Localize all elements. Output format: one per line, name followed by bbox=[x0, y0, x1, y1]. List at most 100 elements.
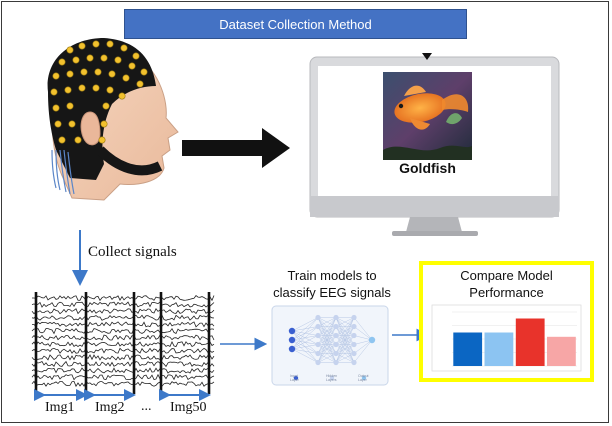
nn-legend-hidden-dot bbox=[329, 375, 335, 381]
eeg-label-img1: Img1 bbox=[45, 400, 75, 415]
title-banner: Dataset Collection Method bbox=[124, 9, 467, 39]
nn-edge bbox=[291, 317, 319, 332]
nn-legend-output: Output Layer bbox=[358, 374, 369, 382]
eeg-head-illustration bbox=[47, 38, 179, 201]
nn-edge bbox=[353, 326, 373, 341]
eeg-trace bbox=[31, 314, 215, 321]
nn-edge bbox=[335, 335, 355, 363]
nn-node bbox=[315, 314, 321, 321]
nn-node bbox=[288, 336, 296, 344]
goldfish-image bbox=[383, 72, 472, 160]
eeg-trace bbox=[31, 354, 215, 361]
compare-line1: Compare Model bbox=[460, 268, 553, 283]
eeg-trace bbox=[31, 321, 215, 328]
nn-legend-hidden: Hidden Layers bbox=[326, 374, 338, 382]
nn-node bbox=[333, 359, 339, 366]
train-models-line2: classify EEG signals bbox=[273, 285, 391, 300]
nn-node bbox=[351, 332, 357, 339]
nn-card bbox=[271, 305, 389, 386]
gaze-pointer bbox=[422, 53, 432, 60]
nn-node bbox=[351, 359, 357, 366]
nn-node bbox=[333, 350, 339, 357]
monitor-stand bbox=[392, 231, 478, 236]
nn-edge bbox=[335, 317, 355, 363]
nn-node bbox=[315, 359, 321, 366]
nn-edge bbox=[291, 344, 319, 350]
nn-edge bbox=[291, 317, 319, 341]
nn-edge bbox=[353, 339, 373, 354]
nn-edge bbox=[317, 317, 337, 354]
eeg-trace bbox=[31, 340, 215, 348]
nn-node bbox=[333, 314, 339, 321]
nn-edge bbox=[335, 317, 355, 345]
eeg-segment-dividers bbox=[34, 292, 211, 394]
arrow-to-monitor bbox=[182, 128, 290, 168]
eeg-trace bbox=[32, 295, 215, 302]
nn-edge bbox=[317, 317, 337, 327]
nn-node bbox=[288, 345, 296, 353]
chart-bar bbox=[453, 332, 483, 366]
nn-edge bbox=[291, 348, 319, 354]
eeg-trace bbox=[31, 327, 215, 335]
nn-edge bbox=[335, 317, 355, 354]
eeg-cables bbox=[51, 149, 75, 195]
eeg-trace bbox=[31, 373, 215, 381]
nn-edge bbox=[317, 317, 337, 363]
nn-node bbox=[315, 350, 321, 357]
eeg-trace bbox=[31, 347, 215, 354]
chart-bar bbox=[547, 336, 576, 366]
nn-edge bbox=[335, 317, 355, 327]
compare-label: Compare Model Performance bbox=[424, 267, 589, 301]
eeg-trace bbox=[31, 334, 215, 341]
chart-bar bbox=[515, 318, 545, 366]
nn-node bbox=[315, 332, 321, 339]
nn-edge bbox=[317, 317, 337, 345]
nn-node bbox=[333, 323, 339, 330]
train-models-label: Train models to classify EEG signals bbox=[262, 267, 402, 301]
nn-edge bbox=[335, 353, 355, 363]
nn-edge bbox=[317, 326, 337, 363]
chart-bar bbox=[484, 332, 514, 366]
nn-node bbox=[351, 314, 357, 321]
eeg-traces bbox=[31, 295, 215, 388]
nn-node bbox=[315, 341, 321, 348]
nn-node bbox=[333, 341, 339, 348]
eeg-trace bbox=[31, 301, 215, 308]
nn-node bbox=[368, 336, 376, 344]
nn-edge bbox=[291, 326, 319, 350]
nn-node bbox=[288, 327, 296, 335]
collect-signals-label: Collect signals bbox=[88, 244, 177, 260]
nn-node bbox=[315, 323, 321, 330]
nn-node bbox=[351, 350, 357, 357]
eeg-trace bbox=[31, 367, 215, 374]
nn-edge bbox=[335, 317, 355, 336]
neural-network-diagram bbox=[271, 305, 389, 386]
chart-bars bbox=[453, 318, 576, 366]
eeg-trace bbox=[31, 360, 215, 368]
monitor-caption: Goldfish bbox=[399, 160, 456, 176]
compare-line2: Performance bbox=[469, 285, 544, 300]
nn-edges bbox=[291, 317, 373, 363]
electrodes bbox=[50, 40, 148, 144]
nn-edge bbox=[317, 353, 337, 363]
eeg-cap bbox=[47, 38, 156, 180]
nn-edge bbox=[317, 344, 337, 363]
nn-node bbox=[351, 323, 357, 330]
nn-edge bbox=[291, 335, 319, 350]
nn-legend-output-dot bbox=[361, 375, 367, 381]
nn-edge bbox=[353, 317, 373, 341]
train-models-line1: Train models to bbox=[287, 268, 377, 283]
eeg-trace bbox=[31, 380, 215, 388]
eeg-signal-panel bbox=[31, 292, 215, 401]
nn-edge bbox=[291, 348, 319, 363]
nn-edge bbox=[353, 339, 373, 363]
eeg-label-img50: Img50 bbox=[170, 400, 207, 415]
nn-legend-input-dot bbox=[293, 375, 299, 381]
nn-legend-input: Input Layer bbox=[290, 374, 299, 382]
nn-edge bbox=[317, 335, 337, 363]
eeg-label-ellipsis: ... bbox=[141, 399, 152, 414]
nn-edge bbox=[291, 317, 319, 350]
diagram-title: Dataset Collection Method bbox=[219, 16, 372, 32]
nn-node bbox=[333, 332, 339, 339]
eeg-label-img2: Img2 bbox=[95, 400, 125, 415]
